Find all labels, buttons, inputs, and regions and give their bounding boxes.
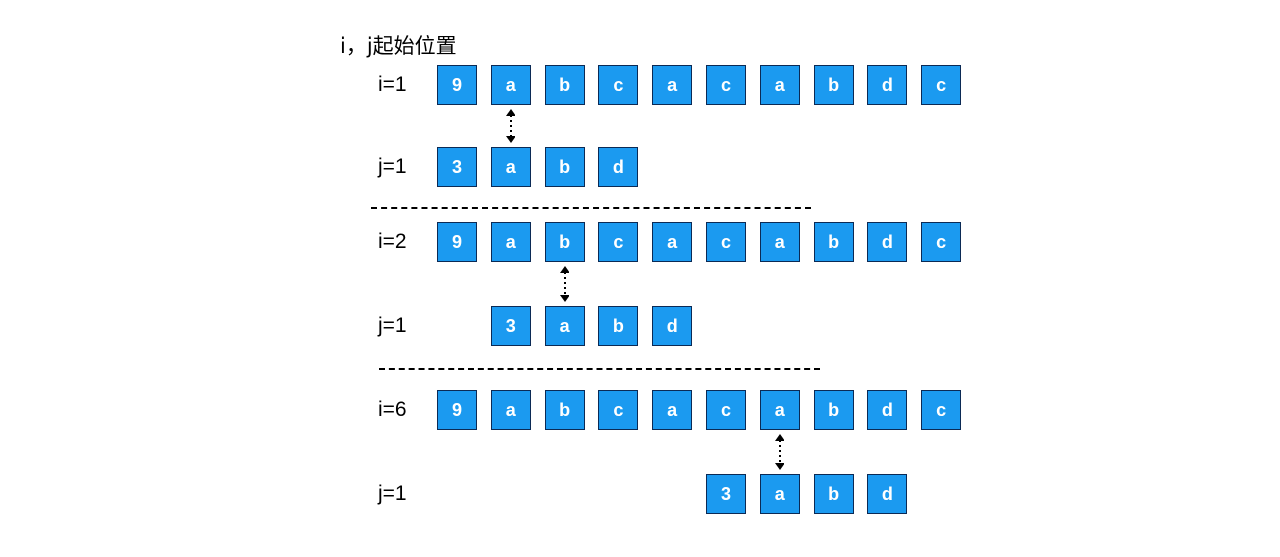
string-cell: c (706, 390, 746, 430)
j-label: j=1 (378, 482, 407, 505)
section-separator (371, 207, 811, 209)
section-separator (379, 368, 820, 370)
pattern-cell: d (867, 474, 908, 514)
i-label: i=1 (378, 73, 407, 96)
string-cell: 9 (437, 222, 477, 262)
pattern-cell: d (652, 306, 693, 346)
arrow-head-down (505, 136, 515, 143)
pattern-cell: b (813, 474, 854, 514)
string-cell: c (921, 65, 962, 105)
match-arrow (559, 266, 569, 302)
arrow-head-down (559, 295, 569, 302)
pattern-cell: a (544, 306, 585, 346)
string-cell: 9 (437, 65, 477, 105)
arrow-head-up (559, 266, 569, 273)
pattern-cell: 3 (490, 306, 531, 346)
pattern-cell: d (598, 147, 639, 187)
string-cell: a (490, 390, 531, 430)
match-arrow (505, 109, 515, 143)
j-label: j=1 (378, 155, 407, 178)
pattern-cell: 3 (706, 474, 746, 514)
string-cell: a (652, 222, 693, 262)
string-cell: d (867, 222, 908, 262)
i-label: i=6 (378, 398, 407, 421)
string-cell: 9 (437, 390, 477, 430)
pattern-cell: b (598, 306, 639, 346)
i-label: i=2 (378, 230, 407, 253)
string-cell: a (759, 65, 800, 105)
string-cell: b (544, 390, 585, 430)
string-cell: a (652, 65, 693, 105)
string-cell: c (706, 222, 746, 262)
arrow-head-up (774, 434, 784, 441)
diagram-title: i，j起始位置 (340, 34, 457, 58)
arrow-head-up (505, 109, 515, 116)
string-cell: b (813, 390, 854, 430)
string-cell: b (813, 222, 854, 262)
string-cell: d (867, 390, 908, 430)
arrow-head-down (774, 463, 784, 470)
string-cell: a (759, 222, 800, 262)
string-cell: d (867, 65, 908, 105)
pattern-cell: a (490, 147, 531, 187)
string-cell: c (598, 390, 639, 430)
string-cell: c (921, 390, 962, 430)
string-cell: c (598, 65, 639, 105)
pattern-cell: a (759, 474, 800, 514)
j-label: j=1 (378, 314, 407, 337)
pattern-cell: 3 (437, 147, 477, 187)
string-cell: b (544, 65, 585, 105)
string-cell: a (759, 390, 800, 430)
string-cell: a (490, 222, 531, 262)
string-cell: b (813, 65, 854, 105)
string-cell: b (544, 222, 585, 262)
string-cell: c (921, 222, 962, 262)
string-cell: c (598, 222, 639, 262)
pattern-cell: b (544, 147, 585, 187)
string-cell: a (652, 390, 693, 430)
match-arrow (774, 434, 784, 470)
string-cell: a (490, 65, 531, 105)
string-cell: c (706, 65, 746, 105)
